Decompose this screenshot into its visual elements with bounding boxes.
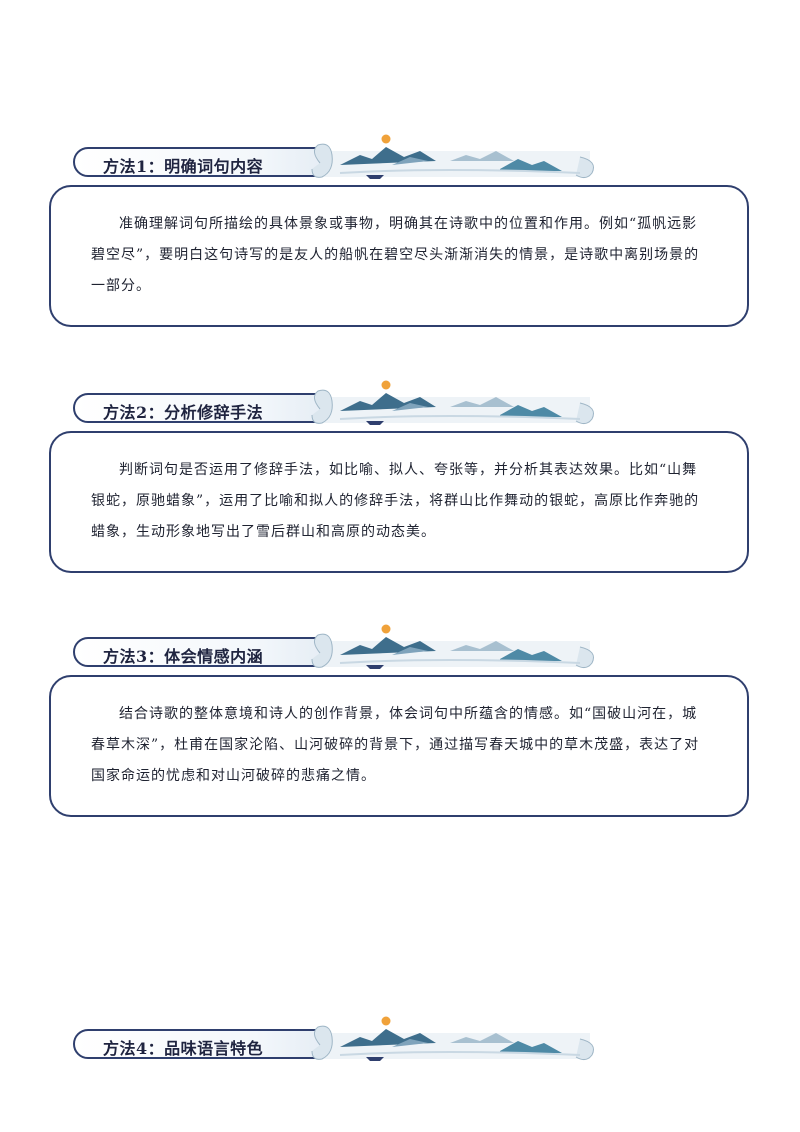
method-title: 方法3：体会情感内涵 bbox=[103, 647, 264, 666]
boat-icon bbox=[366, 175, 384, 179]
sun-icon bbox=[381, 380, 391, 390]
boat-icon bbox=[366, 665, 384, 669]
method-title: 方法4：品味语言特色 bbox=[103, 1039, 264, 1058]
title-pill: 方法2：分析修辞手法 bbox=[73, 393, 335, 423]
section-heading: 方法1：明确词句内容 bbox=[0, 134, 800, 195]
boat-icon bbox=[366, 421, 384, 425]
sun-icon bbox=[381, 1016, 391, 1026]
section-heading: 方法3：体会情感内涵 bbox=[0, 624, 800, 685]
title-pill: 方法1：明确词句内容 bbox=[73, 147, 335, 177]
method-body: 结合诗歌的整体意境和诗人的创作背景，体会词句中所蕴含的情感。如“国破山河在，城春… bbox=[91, 706, 700, 784]
content-box: 准确理解词句所描绘的具体景象或事物，明确其在诗歌中的位置和作用。例如“孤帆远影碧… bbox=[49, 185, 749, 327]
method-title: 方法2：分析修辞手法 bbox=[103, 403, 264, 422]
content-box: 判断词句是否运用了修辞手法，如比喻、拟人、夸张等，并分析其表达效果。比如“山舞银… bbox=[49, 431, 749, 573]
scroll-landscape-icon bbox=[311, 624, 594, 669]
scroll-landscape-icon bbox=[311, 134, 594, 179]
scroll-landscape-icon bbox=[311, 380, 594, 425]
boat-icon bbox=[366, 1057, 384, 1061]
title-pill: 方法4：品味语言特色 bbox=[73, 1029, 335, 1059]
title-pill: 方法3：体会情感内涵 bbox=[73, 637, 335, 667]
sun-icon bbox=[381, 134, 391, 144]
section-heading: 方法4：品味语言特色 bbox=[0, 1016, 800, 1077]
method-body: 判断词句是否运用了修辞手法，如比喻、拟人、夸张等，并分析其表达效果。比如“山舞银… bbox=[91, 462, 700, 540]
section-heading: 方法2：分析修辞手法 bbox=[0, 380, 800, 441]
method-body: 准确理解词句所描绘的具体景象或事物，明确其在诗歌中的位置和作用。例如“孤帆远影碧… bbox=[91, 216, 700, 294]
method-title: 方法1：明确词句内容 bbox=[103, 157, 264, 176]
scroll-landscape-icon bbox=[311, 1016, 594, 1061]
sun-icon bbox=[381, 624, 391, 634]
content-box: 结合诗歌的整体意境和诗人的创作背景，体会词句中所蕴含的情感。如“国破山河在，城春… bbox=[49, 675, 749, 817]
